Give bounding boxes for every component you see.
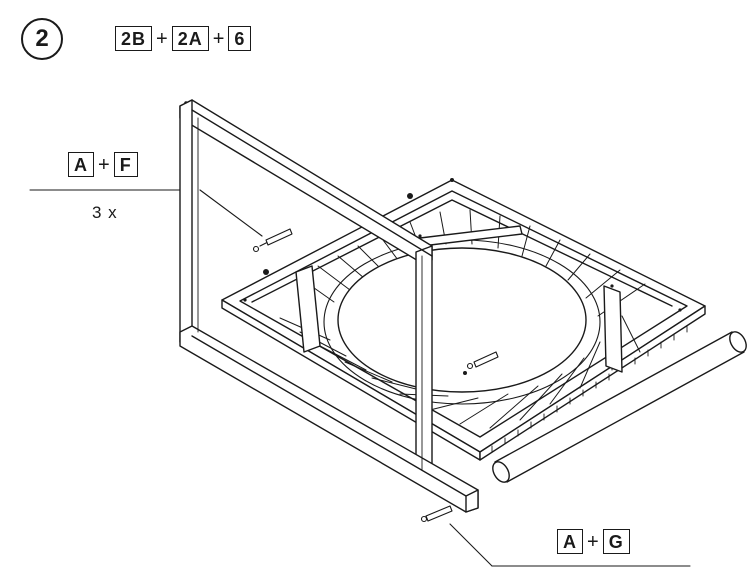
- part-label-2b: 2B: [115, 26, 153, 51]
- screw-bottom: [420, 505, 453, 523]
- step-number-circle: 2: [21, 18, 63, 60]
- cross-tube: [492, 331, 747, 483]
- plus-sign: +: [587, 530, 599, 553]
- inner-braces: [295, 225, 623, 373]
- step-number: 2: [35, 25, 49, 52]
- callout-top-parts: A + F: [68, 152, 138, 177]
- callout-top-quantity: 3 x: [92, 203, 118, 222]
- callout-bottom-leader: [449, 523, 691, 567]
- part-label-2a: 2A: [171, 26, 209, 51]
- part-label-g: G: [602, 529, 630, 554]
- plus-sign: +: [212, 27, 225, 50]
- screw-middle: [463, 351, 499, 375]
- part-label-6: 6: [228, 26, 252, 51]
- leg-frame: [179, 99, 479, 513]
- part-label-a: A: [557, 529, 583, 554]
- front-edge-detail: [491, 325, 688, 453]
- callout-bottom-parts: A + G: [557, 529, 630, 554]
- screw-top: [252, 228, 293, 253]
- header-parts-list: 2B + 2A + 6: [115, 26, 252, 51]
- plus-sign: +: [98, 153, 110, 176]
- plus-sign: +: [156, 27, 168, 50]
- part-label-f: F: [113, 152, 138, 177]
- part-label-a: A: [68, 152, 94, 177]
- callout-top-leader: [29, 189, 263, 237]
- center-opening: [337, 247, 587, 393]
